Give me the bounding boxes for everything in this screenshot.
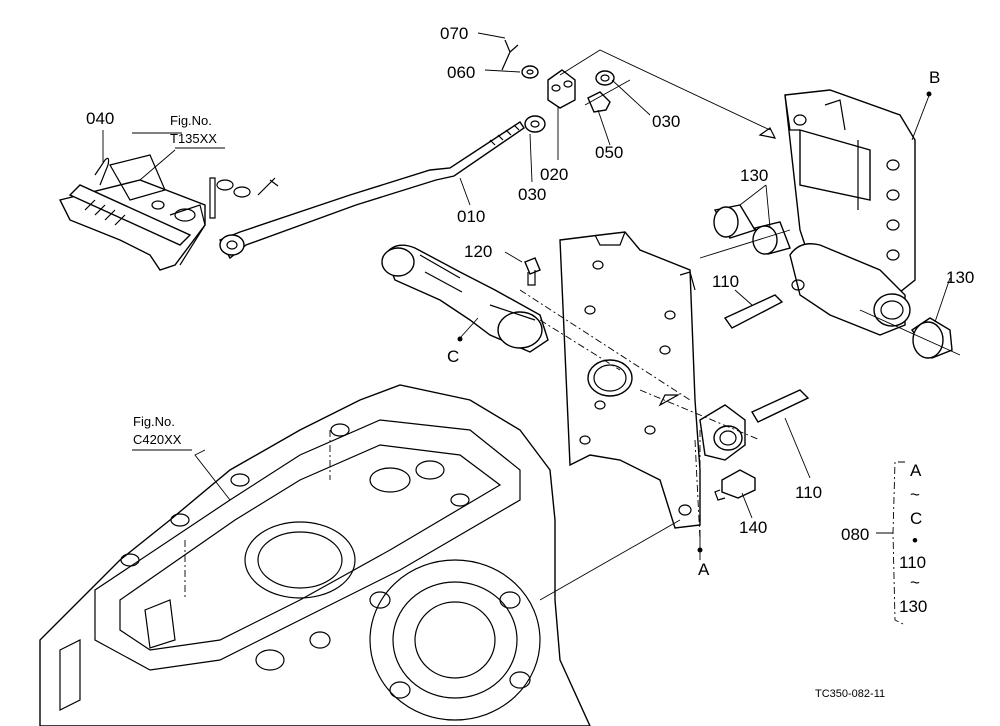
fig-ref-1-label: Fig.No. — [170, 113, 212, 128]
callout-010: 010 — [457, 207, 485, 226]
washer-030-upper — [595, 70, 615, 86]
point-b-label: B — [929, 68, 940, 87]
lift-lever-assembly — [58, 154, 279, 271]
callout-120: 120 — [464, 242, 492, 261]
nut-030-lower — [524, 115, 546, 133]
small-parts-upper — [501, 39, 615, 133]
bracket-b — [758, 89, 916, 336]
bolt-140 — [714, 469, 756, 501]
bushings-130 — [713, 204, 953, 359]
leader-lines — [102, 32, 951, 534]
callout-020: 020 — [540, 165, 568, 184]
clevis-020 — [547, 69, 576, 109]
fig-ref-1-code: T135XX — [170, 131, 217, 146]
callout-040: 040 — [86, 109, 114, 128]
pins-110 — [723, 294, 810, 423]
assembly-080-line6: ~ — [910, 573, 920, 592]
washer-060 — [521, 65, 539, 79]
assembly-080-line3: C — [910, 509, 922, 528]
callout-110-lower: 110 — [795, 483, 822, 502]
assembly-080-line5: 110 — [899, 553, 926, 572]
pin-050 — [587, 91, 611, 113]
callout-030-lower: 030 — [518, 185, 546, 204]
fig-ref-2-label: Fig.No. — [133, 414, 175, 429]
callout-140: 140 — [739, 518, 767, 537]
drawing-code: TC350-082-11 — [815, 688, 885, 700]
callout-050: 050 — [595, 143, 623, 162]
assembly-080-line1: A — [910, 461, 922, 480]
point-a-label: A — [698, 560, 710, 579]
group-bracket-080 — [892, 461, 906, 626]
shaft-c — [381, 244, 549, 353]
hitch-plate — [559, 231, 746, 529]
assembly-080-line4: • — [912, 531, 918, 550]
assembly-080-line2: ~ — [910, 485, 920, 504]
alignment-lines — [519, 49, 961, 601]
reference-dots — [457, 91, 932, 553]
assembly-080-number: 080 — [841, 525, 869, 544]
cotter-pin-040 — [94, 157, 110, 186]
callout-070: 070 — [440, 24, 468, 43]
lift-rod-010 — [219, 121, 525, 260]
callout-130-right: 130 — [946, 268, 974, 287]
transmission-case — [39, 384, 591, 726]
grease-fitting-120 — [524, 257, 541, 286]
callout-060: 060 — [447, 63, 475, 82]
callout-030-upper: 030 — [652, 112, 680, 131]
callout-130-upper: 130 — [740, 166, 768, 185]
pin-070 — [501, 39, 519, 71]
assembly-080-line7: 130 — [899, 597, 927, 616]
point-c-label: C — [447, 347, 459, 366]
fig-ref-2-code: C420XX — [133, 432, 182, 447]
callout-110-upper: 110 — [712, 272, 739, 291]
